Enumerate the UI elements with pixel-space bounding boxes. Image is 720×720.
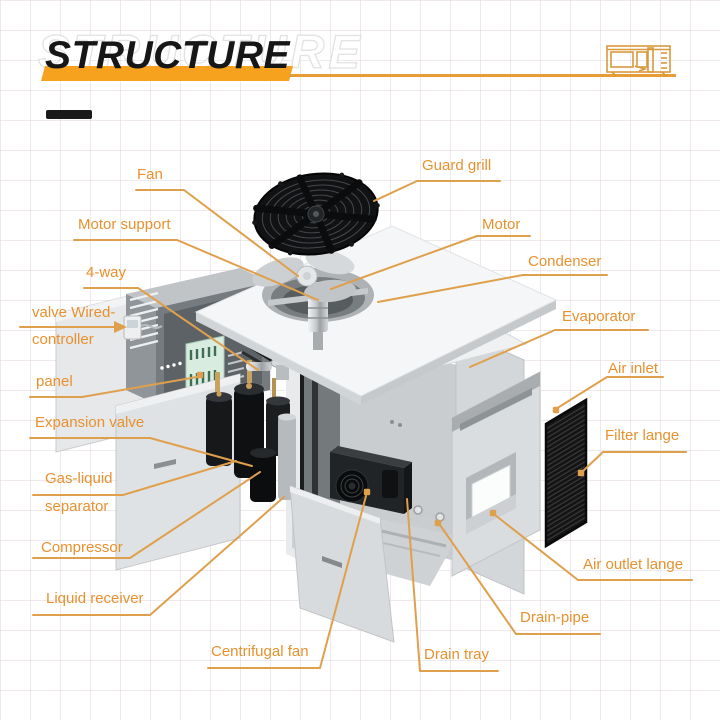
top-plate [194, 225, 558, 405]
header-rule-line [289, 74, 676, 77]
leader-dot-filter-lange [577, 469, 585, 477]
guard-grill-part [252, 172, 380, 256]
leader-dot-air-inlet [552, 406, 560, 414]
leader-dot-panel [196, 371, 204, 379]
leader-dot-air-outlet-lange [489, 509, 497, 517]
leader-fan [135, 189, 299, 277]
filter-panel [544, 397, 588, 549]
page-title: STRUCTURE [45, 34, 290, 77]
leader-liquid-receiver [32, 496, 285, 616]
refrigerant-cylinders [206, 360, 296, 502]
leader-centrifugal-fan [207, 495, 367, 669]
leader-dot-centrifugal-fan [363, 488, 371, 496]
leader-dot-drain-pipe [434, 519, 442, 527]
leader-arrow-wired-controller [114, 321, 127, 333]
leader-filter-lange [582, 451, 687, 472]
leader-drain-pipe [439, 524, 601, 635]
leader-evaporator [469, 329, 649, 368]
leader-four-way [83, 287, 259, 371]
leader-air-outlet-lange [494, 514, 693, 581]
leader-motor [330, 235, 531, 290]
separator-cylinder [206, 396, 232, 466]
leader-drain-tray [406, 498, 499, 672]
led-indicators [160, 361, 182, 370]
leader-compressor [32, 471, 261, 559]
title-dash [46, 110, 92, 119]
leader-panel [29, 376, 198, 398]
leader-gas-liquid-separator [32, 460, 237, 496]
front-bottom-panel [289, 485, 395, 643]
centrifugal-fan-part [330, 446, 412, 514]
leader-motor-support [73, 239, 319, 301]
receiver-cylinder [250, 452, 276, 502]
right-side-panel [451, 371, 541, 577]
panel-handle-slot [154, 459, 176, 469]
rooftop-unit-icon [606, 45, 671, 77]
leader-air-inlet [558, 376, 664, 408]
leader-condenser [377, 274, 608, 303]
leader-expansion-valve [29, 437, 253, 467]
leader-guard-grill [373, 180, 501, 202]
